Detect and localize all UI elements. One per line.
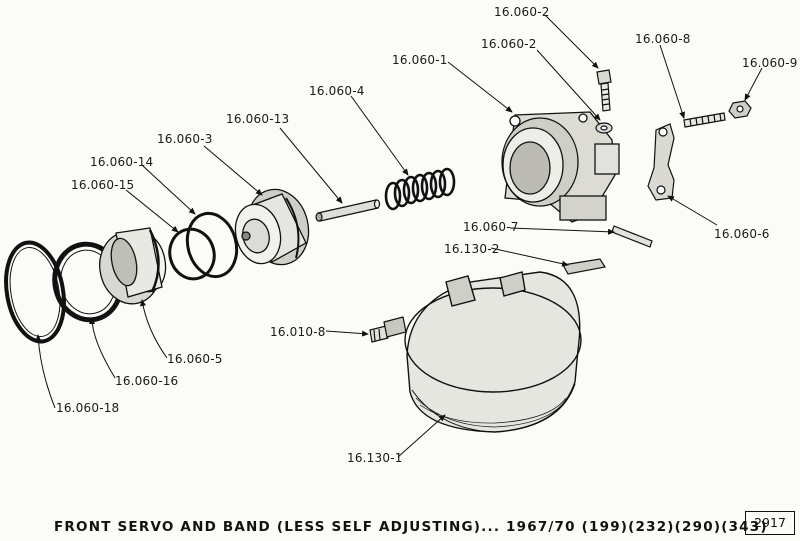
part-label-o-ring-large: 16.060-14 bbox=[90, 155, 154, 169]
leader-lines bbox=[35, 14, 763, 458]
servo-piston-part bbox=[234, 188, 310, 266]
part-label-lock-nut: 16.060-9 bbox=[742, 56, 798, 70]
band-strut-part bbox=[562, 258, 606, 275]
part-label-o-ring-small: 16.060-15 bbox=[71, 178, 135, 192]
part-label-pin: 16.060-7 bbox=[463, 220, 519, 234]
part-label-cover: 16.060-5 bbox=[167, 352, 223, 366]
part-label-band: 16.130-1 bbox=[347, 451, 403, 465]
part-label-adjusting-screw: 16.060-8 bbox=[635, 32, 691, 46]
plate-number-box: 2917 bbox=[745, 511, 795, 535]
part-label-strut: 16.130-2 bbox=[444, 242, 500, 256]
part-label-piston: 16.060-3 bbox=[157, 132, 213, 146]
diagram-caption: FRONT SERVO AND BAND (LESS SELF ADJUSTIN… bbox=[54, 519, 768, 535]
part-label-piston-rod: 16.060-13 bbox=[226, 112, 290, 126]
anchor-screw-part bbox=[369, 316, 407, 343]
part-label-seal-ring: 16.060-16 bbox=[115, 374, 179, 388]
brake-band-part bbox=[404, 271, 582, 433]
return-spring-part bbox=[384, 167, 456, 211]
servo-cover-part bbox=[99, 227, 167, 305]
part-label-anchor-screw: 16.010-8 bbox=[270, 325, 326, 339]
part-label-servo-body: 16.060-1 bbox=[392, 53, 448, 67]
adjusting-screw-and-nut-parts bbox=[683, 100, 752, 128]
bolt-and-washer-parts bbox=[595, 69, 613, 134]
part-label-snap-ring: 16.060-18 bbox=[56, 401, 120, 415]
o-ring-parts bbox=[168, 211, 239, 281]
part-label-lever: 16.060-6 bbox=[714, 227, 770, 241]
part-label-washer: 16.060-2 bbox=[481, 37, 537, 51]
snap-ring-part bbox=[4, 240, 66, 344]
piston-rod-part bbox=[315, 199, 381, 222]
actuating-lever-part bbox=[647, 123, 675, 201]
part-label-bolt: 16.060-2 bbox=[494, 5, 550, 19]
part-label-spring: 16.060-4 bbox=[309, 84, 365, 98]
servo-body-part bbox=[501, 111, 620, 223]
lever-pin-part bbox=[611, 225, 653, 248]
